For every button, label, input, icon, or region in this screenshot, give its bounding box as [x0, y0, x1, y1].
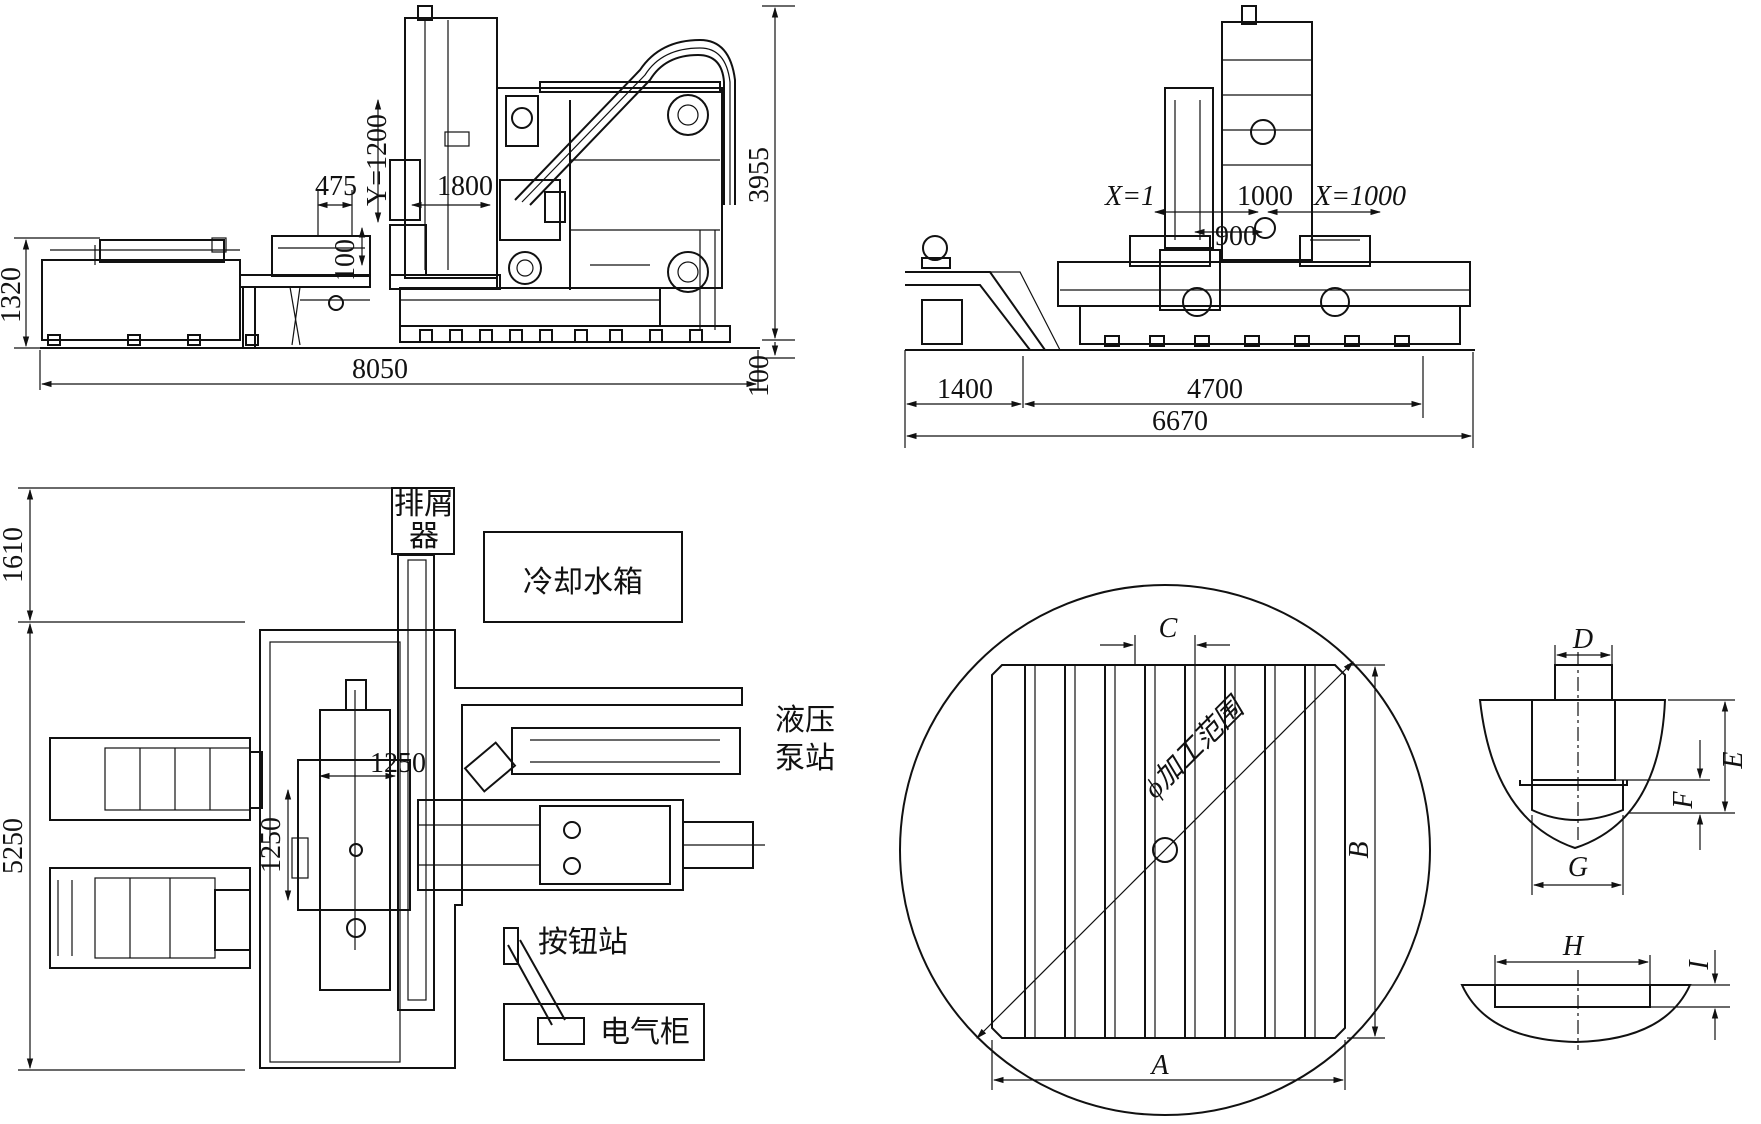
side-view: 8050 3955 100 1320 Y=1200 475 1800 100	[0, 5, 795, 397]
dim-1250-horizontal: 1250	[370, 748, 426, 779]
hydraulic-station-label-1: 液压	[775, 703, 835, 738]
label-d: D	[1572, 624, 1593, 655]
dim-1610: 1610	[0, 527, 29, 583]
label-i: I	[1684, 959, 1715, 971]
dim-475: 475	[315, 171, 357, 202]
dim-1000: 1000	[1237, 181, 1293, 212]
label-a: A	[1149, 1050, 1169, 1081]
tslot-detail: D E F G H I	[1460, 624, 1749, 1050]
dim-8050: 8050	[352, 354, 408, 385]
label-f: F	[1668, 791, 1699, 810]
dim-1800: 1800	[437, 171, 493, 202]
bed-feet	[419, 329, 703, 343]
dim-900: 900	[1215, 221, 1257, 252]
dim-1250-vertical: 1250	[256, 817, 287, 873]
feet-row-left	[47, 334, 259, 346]
chip-conveyor-label-2: 器	[409, 519, 439, 554]
chip-conveyor-label-1: 排屑	[394, 487, 454, 522]
coolant-tank	[483, 531, 683, 623]
hydraulic-station-label-2: 泵站	[775, 741, 835, 776]
label-b: B	[1344, 841, 1375, 858]
t-slots	[1024, 665, 1316, 1038]
front-view: X=1 1000 X=1000 900 1400 4700 6670	[904, 5, 1475, 448]
label-e: E	[1718, 751, 1749, 769]
electric-cabinet-label: 电气柜	[600, 1015, 690, 1050]
label-h: H	[1562, 931, 1585, 962]
electric-cabinet	[503, 1003, 705, 1061]
button-station-label: 按钮站	[538, 925, 628, 960]
dim-100-vertical: 100	[330, 239, 361, 281]
label-c: C	[1159, 613, 1178, 644]
dim-1400: 1400	[937, 374, 993, 405]
front-feet	[1104, 335, 1410, 347]
coolant-tank-label: 冷却水箱	[523, 565, 643, 600]
plan-view: 1610 5250 排屑 器 冷却水箱 液压 泵站 1250 1250	[0, 487, 835, 1071]
dim-y-1200: Y=1200	[362, 114, 393, 206]
dim-100-base: 100	[744, 355, 775, 397]
dim-5250: 5250	[0, 818, 29, 874]
label-g: G	[1568, 852, 1588, 883]
dim-4700: 4700	[1187, 374, 1243, 405]
dim-1320: 1320	[0, 267, 27, 323]
dim-6670: 6670	[1152, 406, 1208, 437]
dim-x-1: X=1	[1104, 181, 1155, 212]
dim-3955: 3955	[744, 147, 775, 203]
worktable-view: ϕ加工范围 C A B	[899, 584, 1431, 1116]
dim-x-1000: X=1000	[1313, 181, 1406, 212]
